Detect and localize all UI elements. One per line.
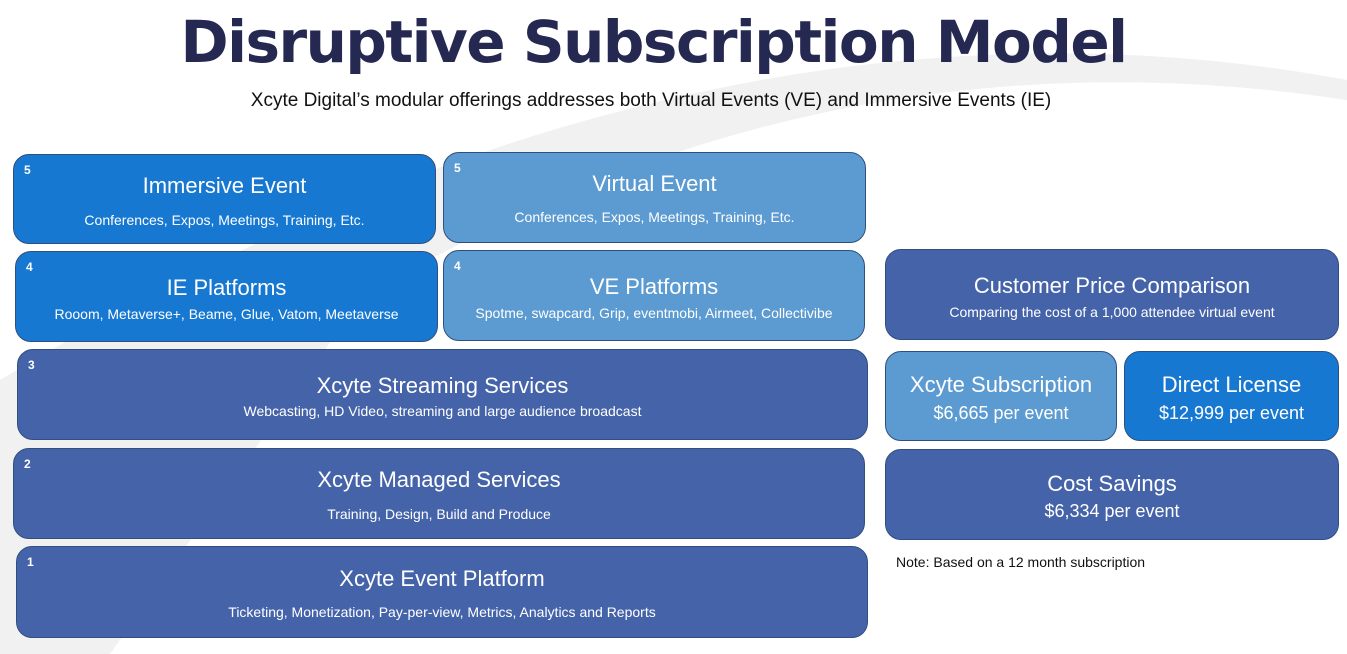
level-number: 3	[28, 358, 35, 372]
box-title: Cost Savings	[1047, 471, 1177, 496]
box-title: Customer Price Comparison	[973, 273, 1251, 298]
box-title: Xcyte Streaming Services	[316, 373, 569, 398]
level-number: 5	[454, 161, 461, 175]
box-subtitle: Ticketing, Monetization, Pay-per-view, M…	[228, 604, 656, 620]
immersive-event-box: 5 Immersive Event Conferences, Expos, Me…	[13, 154, 436, 244]
level-number: 2	[24, 457, 31, 471]
xcyte-subscription-box: Xcyte Subscription $6,665 per event	[885, 351, 1117, 441]
ve-platforms-box: 4 VE Platforms Spotme, swapcard, Grip, e…	[443, 250, 865, 341]
page-subtitle: Xcyte Digital’s modular offerings addres…	[250, 90, 1052, 111]
managed-services-box: 2 Xcyte Managed Services Training, Desig…	[13, 448, 865, 539]
box-subtitle: Conferences, Expos, Meetings, Training, …	[84, 212, 365, 228]
price-value: $6,334 per event	[1044, 501, 1180, 521]
virtual-event-box: 5 Virtual Event Conferences, Expos, Meet…	[443, 152, 866, 243]
box-subtitle: Webcasting, HD Video, streaming and larg…	[243, 403, 642, 419]
box-title: Xcyte Subscription	[909, 372, 1093, 397]
box-title: Virtual Event	[592, 171, 717, 196]
level-number: 5	[24, 163, 31, 177]
box-title: VE Platforms	[589, 274, 719, 299]
box-title: Direct License	[1161, 372, 1302, 397]
box-title: Immersive Event	[142, 173, 307, 198]
level-number: 4	[454, 259, 461, 273]
level-number: 1	[27, 555, 34, 569]
cost-savings-box: Cost Savings $6,334 per event	[885, 449, 1339, 540]
box-title: IE Platforms	[166, 275, 287, 300]
ie-platforms-box: 4 IE Platforms Rooom, Metaverse+, Beame,…	[15, 251, 438, 342]
streaming-services-box: 3 Xcyte Streaming Services Webcasting, H…	[17, 349, 868, 440]
footnote: Note: Based on a 12 month subscription	[896, 554, 1146, 570]
box-title: Xcyte Event Platform	[339, 566, 545, 591]
box-subtitle: Rooom, Metaverse+, Beame, Glue, Vatom, M…	[54, 306, 399, 322]
box-title: Xcyte Managed Services	[317, 467, 561, 492]
price-comparison-header: Customer Price Comparison Comparing the …	[885, 249, 1339, 340]
price-value: $12,999 per event	[1158, 403, 1305, 423]
event-platform-box: 1 Xcyte Event Platform Ticketing, Moneti…	[16, 546, 868, 638]
box-subtitle: Spotme, swapcard, Grip, eventmobi, Airme…	[475, 305, 833, 321]
level-number: 4	[26, 260, 33, 274]
box-subtitle: Comparing the cost of a 1,000 attendee v…	[949, 304, 1275, 320]
box-subtitle: Training, Design, Build and Produce	[327, 506, 551, 522]
box-subtitle: Conferences, Expos, Meetings, Training, …	[514, 209, 795, 225]
page-title: Disruptive Subscription Model	[180, 8, 1128, 76]
price-value: $6,665 per event	[933, 403, 1069, 423]
direct-license-box: Direct License $12,999 per event	[1124, 351, 1339, 441]
